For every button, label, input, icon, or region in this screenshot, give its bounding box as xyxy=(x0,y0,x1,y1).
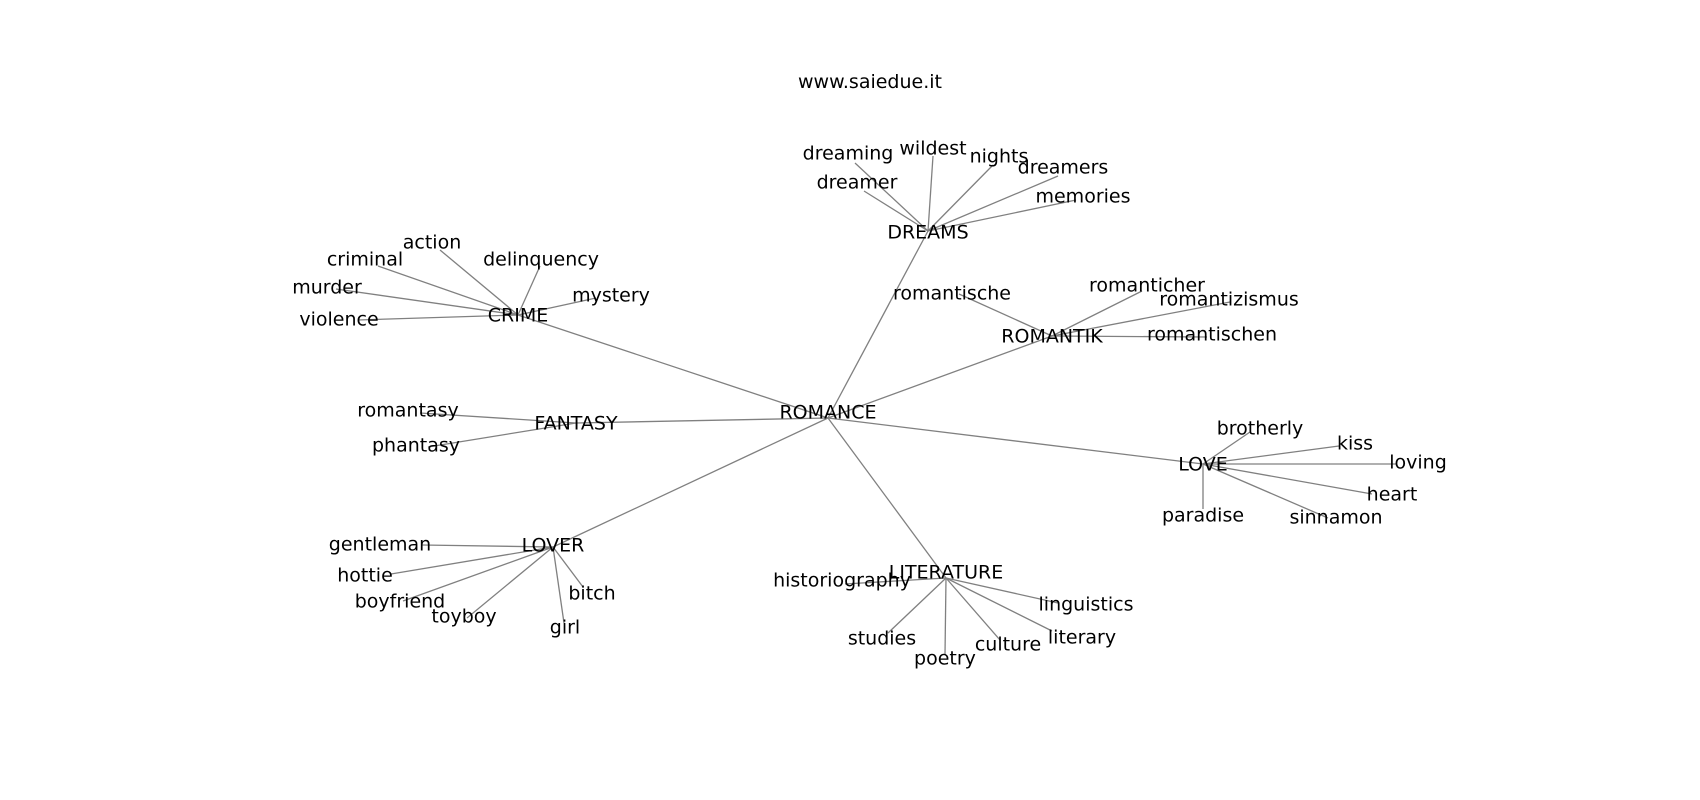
node-leaf-bitch: bitch xyxy=(568,583,615,605)
edge-crime-murder xyxy=(335,288,519,316)
edge-literature-linguistics xyxy=(945,577,1059,604)
node-leaf-heart: heart xyxy=(1367,484,1418,506)
edge-crime-delinquency xyxy=(517,265,541,316)
node-leaf-romantasy: romantasy xyxy=(357,400,458,422)
edge-literature-culture xyxy=(945,577,1001,641)
edge-crime-violence xyxy=(357,314,519,321)
edge-romantik-romanticher xyxy=(1051,290,1143,337)
edge-crime-criminal xyxy=(377,265,519,316)
node-leaf-linguistics: linguistics xyxy=(1039,594,1134,616)
edge-love-heart xyxy=(1202,463,1373,495)
edge-love-kiss xyxy=(1202,445,1340,465)
node-leaf-romanticher: romanticher xyxy=(1089,275,1205,297)
node-leaf-studies: studies xyxy=(848,628,916,650)
edge-crime-action xyxy=(439,249,519,316)
node-hub-dreams: DREAMS xyxy=(887,222,968,244)
node-hub-romantik: ROMANTIK xyxy=(1001,326,1103,348)
edge-lover-girl xyxy=(552,546,565,624)
node-leaf-memories: memories xyxy=(1035,186,1130,208)
edge-literature-poetry xyxy=(944,577,947,656)
node-hub-lover: LOVER xyxy=(522,535,585,557)
watermark-text: www.saiedue.it xyxy=(798,71,942,93)
node-leaf-action: action xyxy=(403,232,461,254)
node-hub-literature: LITERATURE xyxy=(889,562,1003,584)
node-leaf-toyboy: toyboy xyxy=(431,606,496,628)
edge-literature-studies xyxy=(887,577,947,634)
node-leaf-sinnamon: sinnamon xyxy=(1289,507,1382,529)
node-leaf-dreamers: dreamers xyxy=(1018,157,1109,179)
edge-romantik-romantischen xyxy=(1051,335,1208,338)
node-leaf-delinquency: delinquency xyxy=(483,249,599,271)
edge-fantasy-phantasy xyxy=(427,422,577,448)
edge-crime-mystery xyxy=(517,297,597,316)
node-leaf-hottie: hottie xyxy=(337,565,393,587)
node-leaf-wildest: wildest xyxy=(899,138,966,160)
edge-fantasy-romantasy xyxy=(419,412,577,424)
node-leaf-girl: girl xyxy=(550,617,580,639)
edge-lover-hottie xyxy=(390,546,554,575)
edge-root-lover xyxy=(552,417,829,548)
edge-literature-literary xyxy=(945,577,1053,632)
node-leaf-romantische: romantische xyxy=(893,283,1011,305)
edge-love-sinnamon xyxy=(1202,463,1329,519)
edge-lover-gentleman xyxy=(421,544,554,548)
node-leaf-kiss: kiss xyxy=(1337,433,1373,455)
node-leaf-literary: literary xyxy=(1048,627,1116,649)
edge-dreams-dreaming xyxy=(854,162,929,232)
edge-root-literature xyxy=(827,417,947,579)
node-leaf-boyfriend: boyfriend xyxy=(355,591,446,613)
node-leaf-romantizismus: romantizismus xyxy=(1159,289,1299,311)
edge-love-brotherly xyxy=(1202,431,1251,465)
edge-root-crime xyxy=(517,314,829,419)
node-leaf-historiography: historiography xyxy=(773,570,911,592)
edge-lover-bitch xyxy=(552,546,584,588)
node-leaf-romantischen: romantischen xyxy=(1147,324,1277,346)
edge-root-love xyxy=(827,417,1204,465)
node-leaf-mystery: mystery xyxy=(572,285,650,307)
edge-literature-historiography xyxy=(844,577,947,585)
edge-dreams-nights xyxy=(927,164,994,232)
node-leaf-nights: nights xyxy=(970,146,1029,168)
graph-edges xyxy=(335,155,1396,656)
node-leaf-dreaming: dreaming xyxy=(803,143,894,165)
node-leaf-criminal: criminal xyxy=(327,249,403,271)
edge-root-fantasy xyxy=(575,417,829,424)
node-leaf-murder: murder xyxy=(292,277,362,299)
node-leaf-poetry: poetry xyxy=(914,648,976,670)
edge-romantik-romantische xyxy=(958,293,1053,337)
node-leaf-loving: loving xyxy=(1389,452,1447,474)
node-hub-crime: CRIME xyxy=(488,305,548,327)
node-leaf-paradise: paradise xyxy=(1162,505,1244,527)
edge-lover-boyfriend xyxy=(402,546,554,602)
node-leaf-gentleman: gentleman xyxy=(329,534,431,556)
edge-dreams-memories xyxy=(927,199,1077,232)
node-leaf-phantasy: phantasy xyxy=(372,435,460,457)
node-leaf-brotherly: brotherly xyxy=(1217,418,1304,440)
edge-romantik-romantizismus xyxy=(1051,301,1231,337)
edge-root-romantik xyxy=(827,335,1053,419)
edge-dreams-dreamers xyxy=(927,175,1059,232)
node-root-romance: ROMANCE xyxy=(779,402,876,424)
node-leaf-culture: culture xyxy=(975,634,1041,656)
edge-root-dreams xyxy=(827,230,929,419)
node-leaf-violence: violence xyxy=(299,309,378,331)
edge-dreams-dreamer xyxy=(863,190,929,232)
node-leaf-dreamer: dreamer xyxy=(817,172,898,194)
edge-dreams-wildest xyxy=(927,155,934,232)
edge-lover-toyboy xyxy=(466,546,554,619)
node-hub-fantasy: FANTASY xyxy=(534,413,618,435)
node-hub-love: LOVE xyxy=(1178,454,1228,476)
